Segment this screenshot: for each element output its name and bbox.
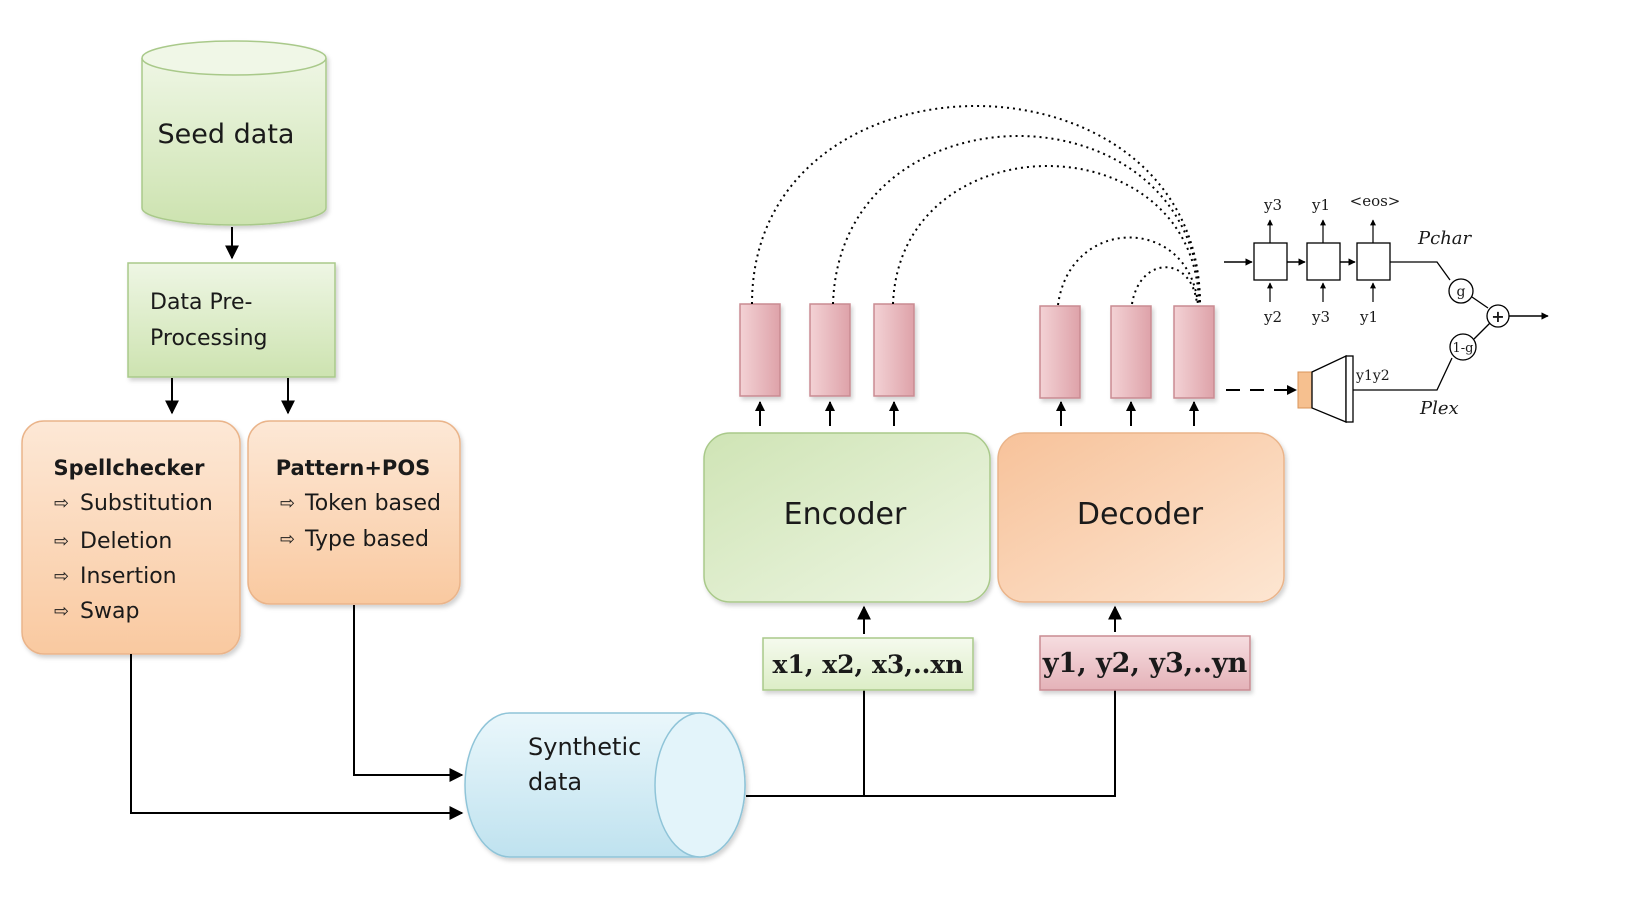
- spellchecker-item-label: Insertion: [80, 564, 177, 589]
- lexicon-funnel-icon: [1311, 354, 1347, 423]
- pchar-line: [1390, 261, 1451, 281]
- attention-arc: [1057, 236, 1199, 306]
- char-cell: [1253, 242, 1288, 281]
- preprocess-label-line2: Processing: [150, 326, 267, 351]
- char-cell: [1306, 242, 1341, 281]
- g-to-plus: [1471, 296, 1489, 309]
- attention-arcs: [751, 105, 1201, 306]
- lexicon-output-bar: [1345, 355, 1354, 423]
- pattern-pos-title: Pattern+POS: [276, 456, 431, 480]
- preprocess-box: [127, 262, 336, 378]
- seed-data-label: Seed data: [158, 119, 295, 150]
- output-sequence-label: y1, y2, y3,..yn: [1042, 648, 1248, 679]
- plex-label: Plex: [1419, 398, 1459, 419]
- lexicon-label: y1y2: [1355, 368, 1390, 384]
- char-bottom-label: y3: [1311, 308, 1330, 326]
- pattern-item-token-based: ⇨ Token based: [280, 491, 441, 516]
- decoder-hidden-state: [1039, 305, 1081, 399]
- spellchecker-item-swap: ⇨ Swap: [54, 599, 139, 624]
- synthetic-to-sequences-connector: [746, 690, 1116, 797]
- synthetic-data-label-line2: data: [528, 768, 582, 796]
- pchar-label: Pchar: [1417, 228, 1473, 249]
- 1g-to-plus: [1473, 322, 1491, 340]
- seed-data-cylinder: [141, 40, 327, 226]
- pattern-item-label: Type based: [304, 527, 429, 552]
- char-top-label: <eos>: [1350, 192, 1401, 210]
- char-cell: [1356, 242, 1391, 281]
- spellchecker-title: Spellchecker: [54, 456, 206, 480]
- plus-label: +: [1491, 307, 1504, 326]
- char-top-label: y3: [1263, 196, 1282, 214]
- bullet-arrow-icon: ⇨: [54, 566, 69, 587]
- output-sequence-box: [1039, 635, 1251, 691]
- encoder-hidden-state: [809, 303, 851, 397]
- decoder-hidden-state: [1173, 305, 1215, 399]
- spellchecker-item-insertion: ⇨ Insertion: [54, 564, 177, 589]
- pattern-to-synthetic-connector: [353, 605, 464, 782]
- input-sequence-box: [762, 637, 974, 691]
- preprocess-label-line1: Data Pre-: [150, 290, 252, 315]
- gate-g-circle: [1448, 278, 1474, 304]
- spellchecker-to-synthetic-connector: [130, 654, 464, 820]
- attention-arc: [892, 165, 1200, 305]
- gate-1g-circle: [1449, 333, 1477, 361]
- encoder-box: [703, 432, 991, 603]
- plex-line: [1353, 357, 1453, 391]
- char-bottom-label: y1: [1359, 308, 1378, 326]
- gate-g-label: g: [1457, 284, 1466, 300]
- attention-arc: [832, 135, 1201, 305]
- pattern-item-type-based: ⇨ Type based: [280, 527, 429, 552]
- encoder-label: Encoder: [784, 497, 907, 532]
- encoder-hidden-state: [873, 303, 915, 397]
- spellchecker-item-label: Substitution: [80, 491, 213, 516]
- attention-arc: [1131, 266, 1198, 305]
- encoder-hidden-state: [739, 303, 781, 397]
- input-sequence-label: x1, x2, x3,..xn: [773, 650, 964, 679]
- char-top-label: y1: [1311, 196, 1330, 214]
- spellchecker-item-substitution: ⇨ Substitution: [54, 491, 213, 516]
- bullet-arrow-icon: ⇨: [54, 601, 69, 622]
- char-decoder: y3 y1 <eos> y2 y3 y1 Pchar g 1-g + y1y2 …: [1224, 192, 1549, 423]
- spellchecker-item-label: Swap: [80, 599, 139, 624]
- pattern-item-label: Token based: [304, 491, 441, 516]
- decoder-label: Decoder: [1077, 497, 1204, 532]
- gate-1g-label: 1-g: [1453, 341, 1474, 356]
- spellchecker-item-deletion: ⇨ Deletion: [54, 529, 172, 554]
- lexicon-input-block: [1297, 371, 1313, 409]
- synthetic-data-label-line1: Synthetic: [528, 733, 641, 761]
- bullet-arrow-icon: ⇨: [280, 493, 295, 514]
- char-bottom-label: y2: [1263, 308, 1282, 326]
- attention-arc: [751, 105, 1201, 305]
- decoder-box: [997, 432, 1285, 603]
- bullet-arrow-icon: ⇨: [54, 531, 69, 552]
- pattern-pos-box: [247, 420, 461, 605]
- spellchecker-item-label: Deletion: [80, 529, 172, 554]
- synthetic-data-cylinder: [464, 712, 746, 858]
- bullet-arrow-icon: ⇨: [54, 493, 69, 514]
- bullet-arrow-icon: ⇨: [280, 529, 295, 550]
- decoder-hidden-state: [1110, 305, 1152, 399]
